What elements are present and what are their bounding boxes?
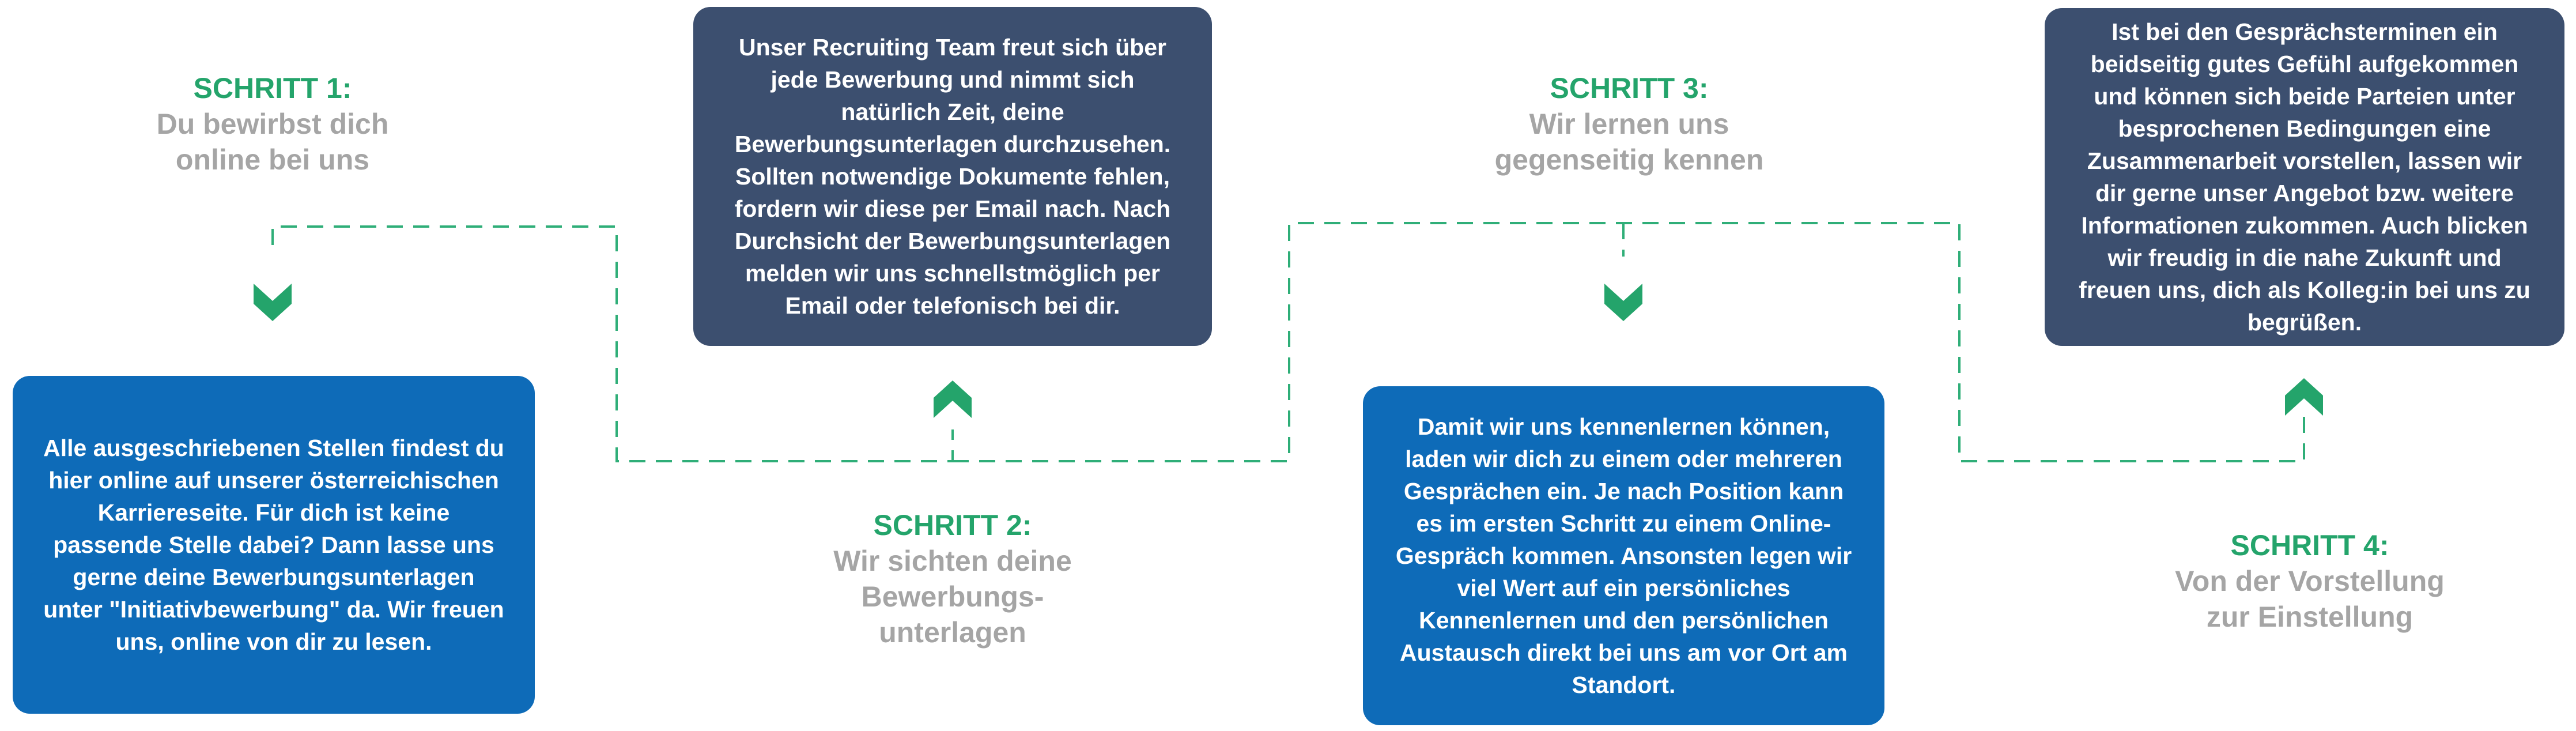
step-2-heading: SCHRITT 2: Wir sichten deine Bewerbungs-…	[774, 507, 1131, 650]
step-3-heading: SCHRITT 3: Wir lernen uns gegenseitig ke…	[1451, 70, 1808, 178]
chevron-up-icon	[2285, 378, 2323, 416]
chevron-down-icon	[1604, 284, 1642, 321]
step-4-title: Von der Vorstellung zur Einstellung	[2175, 565, 2445, 633]
step-1-description: Alle ausgeschriebenen Stellen findest du…	[43, 435, 504, 655]
step-2-description-box: Unser Recruiting Team freut sich über je…	[693, 7, 1212, 346]
dashed-connector-step1-step2	[271, 225, 954, 462]
chevron-up-icon	[934, 380, 972, 418]
step-2-label: SCHRITT 2:	[873, 509, 1032, 541]
step-3-title: Wir lernen uns gegenseitig kennen	[1494, 108, 1764, 176]
step-2-title: Wir sichten deine Bewerbungs- unterlagen	[833, 545, 1072, 649]
step-4-description-box: Ist bei den Gesprächsterminen ein beidse…	[2045, 8, 2564, 346]
step-4-description: Ist bei den Gesprächsterminen ein beidse…	[2079, 18, 2530, 336]
step-3-description: Damit wir uns kennenlernen können, laden…	[1395, 413, 1852, 698]
step-1-title: Du bewirbst dich online bei uns	[156, 108, 389, 176]
step-1-description-box: Alle ausgeschriebenen Stellen findest du…	[13, 376, 535, 714]
step-3-description-box: Damit wir uns kennenlernen können, laden…	[1363, 386, 1884, 725]
step-4-label: SCHRITT 4:	[2230, 529, 2389, 562]
step-3-label: SCHRITT 3:	[1550, 72, 1709, 104]
step-1-heading: SCHRITT 1: Du bewirbst dich online bei u…	[100, 70, 445, 178]
step-2-description: Unser Recruiting Team freut sich über je…	[734, 34, 1171, 319]
chevron-down-icon	[254, 284, 292, 321]
step-1-label: SCHRITT 1:	[193, 72, 352, 104]
step-4-heading: SCHRITT 4: Von der Vorstellung zur Einst…	[2128, 527, 2491, 635]
